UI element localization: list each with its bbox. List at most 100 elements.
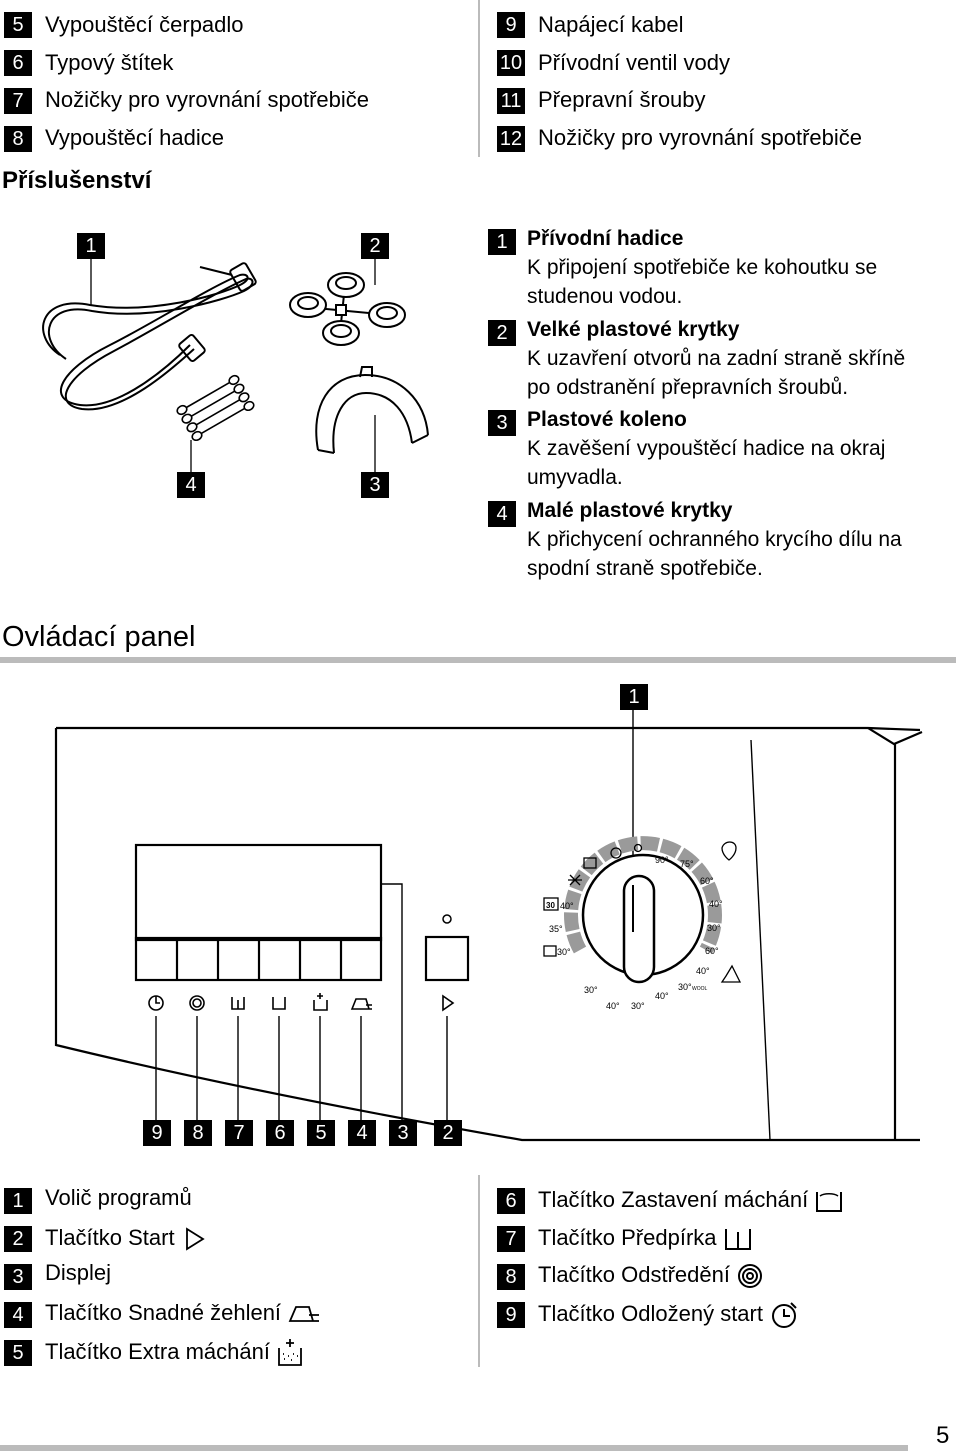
callout-number: 4	[488, 501, 516, 527]
dial-label: 30°	[584, 985, 598, 995]
callout-number: 7	[497, 1226, 525, 1252]
panel-callout-8: 8	[184, 1120, 212, 1146]
callout-number: 1	[4, 1188, 32, 1214]
figure-callout-2: 2	[361, 233, 389, 259]
panel-callout-3: 3	[389, 1120, 417, 1146]
dial-label: 30°	[678, 982, 692, 992]
accessory-item: Plastové koleno K zavěšení vypouštěcí ha…	[527, 406, 947, 492]
dial-label: 40°	[655, 991, 669, 1001]
iron-icon	[350, 998, 372, 1010]
accessory-title: Plastové koleno	[527, 408, 687, 431]
callout-number: 7	[4, 88, 32, 114]
legend-label: Tlačítko Odstředění	[538, 1262, 764, 1290]
dial-label: 30	[546, 901, 555, 910]
panel-callout-7: 7	[225, 1120, 253, 1146]
spin-icon	[737, 1264, 762, 1289]
callout-number: 6	[4, 50, 32, 76]
callout-number: 11	[497, 88, 525, 114]
callout-number: 8	[497, 1264, 525, 1290]
dial-label: 40°	[709, 899, 723, 909]
extra-rinse-icon	[313, 993, 328, 1011]
accessory-desc: umyvadla.	[527, 466, 623, 489]
callout-number: 8	[4, 126, 32, 152]
rinse-hold-icon	[816, 1192, 843, 1213]
callout-number: 3	[488, 410, 516, 436]
part-label: Přepravní šrouby	[538, 87, 706, 112]
accessory-item: Přívodní hadice K připojení spotřebiče k…	[527, 225, 947, 311]
part-label: Nožičky pro vyrovnání spotřebiče	[45, 87, 370, 112]
callout-number: 12	[497, 126, 525, 152]
figure-callout-3: 3	[361, 472, 389, 498]
callout-number: 9	[497, 12, 525, 38]
callout-number: 2	[488, 320, 516, 346]
part-label: Vypouštěcí čerpadlo	[45, 12, 244, 37]
legend-label: Tlačítko Extra máchání	[45, 1338, 304, 1368]
accessory-desc: K zavěšení vypouštěcí hadice na okraj	[527, 437, 886, 460]
play-icon	[185, 1227, 205, 1251]
accessory-desc: studenou vodou.	[527, 285, 683, 308]
panel-callout-9: 9	[143, 1120, 171, 1146]
panel-callout-6: 6	[266, 1120, 294, 1146]
callout-number: 3	[4, 1264, 32, 1290]
play-icon	[442, 994, 455, 1012]
dial-label: 40°	[560, 901, 574, 911]
dial-label: 75°	[680, 859, 694, 869]
dial-label: 30°	[631, 1001, 645, 1011]
accessory-desc: po odstranění přepravních šroubů.	[527, 376, 849, 399]
callout-number: 1	[488, 229, 516, 255]
dial-label: 30°	[707, 923, 721, 933]
legend-label: Tlačítko Předpírka	[538, 1225, 753, 1252]
panel-callout-4: 4	[348, 1120, 376, 1146]
accessory-desc: K přichycení ochranného krycího dílu na	[527, 528, 902, 551]
control-panel-figure: 90° 75° 60° 40° 30° 60° 40° 30° 40° 30° …	[0, 670, 960, 1160]
callout-number: 2	[4, 1226, 32, 1252]
accessories-illustration	[42, 259, 429, 473]
part-label: Nožičky pro vyrovnání spotřebiče	[538, 125, 863, 150]
accessory-title: Malé plastové krytky	[527, 499, 733, 522]
accessory-title: Velké plastové krytky	[527, 318, 740, 341]
section-heading-accessories: Příslušenství	[2, 167, 152, 194]
column-divider	[478, 0, 480, 157]
part-label: Přívodní ventil vody	[538, 50, 730, 75]
part-label: Napájecí kabel	[538, 12, 684, 37]
legend-label: Tlačítko Snadné žehlení	[45, 1300, 321, 1326]
prewash-icon	[231, 997, 245, 1010]
legend-label: Tlačítko Odložený start	[538, 1300, 799, 1330]
legend-label: Tlačítko Start	[45, 1225, 207, 1251]
dial-label: 60°	[705, 946, 719, 956]
callout-number: 5	[4, 1340, 32, 1366]
part-label: Vypouštěcí hadice	[45, 125, 224, 150]
accessories-figure: 1 2 4 3	[0, 215, 480, 515]
dial-label: WOOL	[692, 986, 707, 992]
accessory-desc: K uzavření otvorů na zadní straně skříně	[527, 347, 906, 370]
plastic-elbow-drawing	[315, 366, 429, 454]
accessory-desc: K připojení spotřebiče ke kohoutku se	[527, 256, 878, 279]
dial-label: 60°	[700, 876, 714, 886]
heading-rule	[0, 657, 956, 663]
rinse-hold-icon	[272, 997, 286, 1010]
figure-callout-1: 1	[77, 233, 105, 259]
control-panel-illustration: 90° 75° 60° 40° 30° 60° 40° 30° 40° 30° …	[54, 708, 923, 1142]
callout-number: 4	[4, 1302, 32, 1328]
dial-label: 35°	[549, 924, 563, 934]
footer-rule	[0, 1445, 908, 1451]
part-label: Typový štítek	[45, 50, 174, 75]
legend-label: Tlačítko Zastavení máchání	[538, 1187, 844, 1214]
callout-number: 9	[497, 1302, 525, 1328]
small-caps-drawing	[176, 374, 255, 442]
accessory-item: Malé plastové krytky K přichycení ochran…	[527, 497, 947, 583]
large-caps-drawing	[289, 272, 406, 346]
legend-label: Displej	[45, 1260, 112, 1285]
accessory-item: Velké plastové krytky K uzavření otvorů …	[527, 316, 947, 402]
accessory-title: Přívodní hadice	[527, 227, 684, 250]
inlet-hose-drawing	[42, 262, 257, 411]
callout-number: 6	[497, 1188, 525, 1214]
panel-callout-1: 1	[620, 684, 648, 710]
prewash-icon	[724, 1229, 751, 1251]
program-selector-dial: 90° 75° 60° 40° 30° 60° 40° 30° 40° 30° …	[543, 836, 742, 1011]
column-divider	[478, 1175, 480, 1367]
extra-rinse-icon	[278, 1339, 302, 1366]
section-heading-control-panel: Ovládací panel	[2, 621, 196, 653]
dial-label: 40°	[606, 1001, 620, 1011]
panel-callout-2: 2	[434, 1120, 462, 1146]
